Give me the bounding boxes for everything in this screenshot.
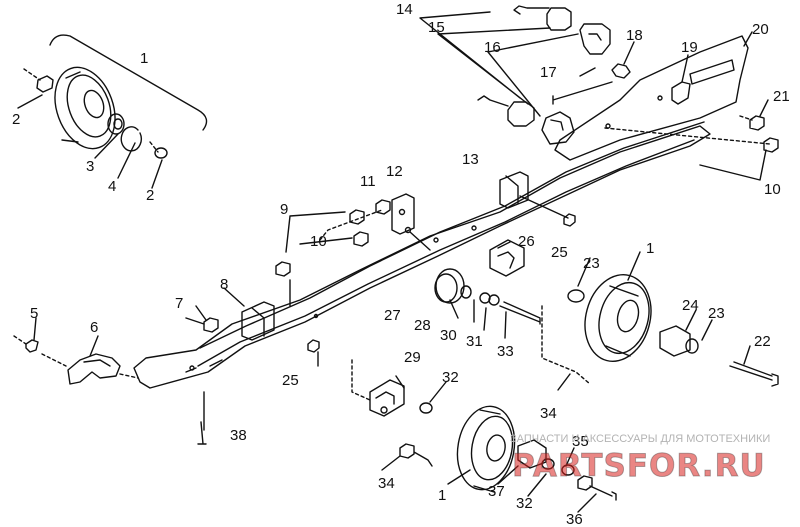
callout-label: 1 <box>646 240 654 257</box>
callout-label: 20 <box>752 21 769 38</box>
watermark: ЗАПЧАСТИ И АКСЕССУАРЫ ДЛЯ МОТОТЕХНИКИ PA… <box>510 433 770 485</box>
callout-label: 13 <box>462 151 479 168</box>
callout-label: 34 <box>378 475 395 492</box>
callout-label: 4 <box>108 178 116 195</box>
callout-label: 33 <box>497 343 514 360</box>
callout-label: 10 <box>764 181 781 198</box>
callout-label: 15 <box>428 19 445 36</box>
callout-label: 14 <box>396 1 413 18</box>
mid-idler-assembly <box>434 239 779 387</box>
callout-label: 2 <box>12 111 20 128</box>
callout-label: 12 <box>386 163 403 180</box>
rear-mount-bracket <box>419 5 779 181</box>
callout-label: 9 <box>280 201 288 218</box>
callout-label: 26 <box>518 233 535 250</box>
watermark-tagline: ЗАПЧАСТИ И АКСЕССУАРЫ ДЛЯ МОТОТЕХНИКИ <box>510 433 770 445</box>
callout-label: 31 <box>466 333 483 350</box>
callout-label: 18 <box>626 27 643 44</box>
callout-label: 37 <box>488 483 505 500</box>
callout-label: 28 <box>414 317 431 334</box>
callout-label: 8 <box>220 276 228 293</box>
callout-label: 22 <box>754 333 771 350</box>
callout-label: 27 <box>384 307 401 324</box>
callout-label: 21 <box>773 88 790 105</box>
callout-label: 35 <box>572 433 589 450</box>
callout-label: 30 <box>440 327 457 344</box>
callout-label: 7 <box>175 295 183 312</box>
callout-label: 11 <box>360 173 376 190</box>
rail-tip-parts <box>13 287 245 445</box>
callout-label: 3 <box>86 158 94 175</box>
callout-label: 6 <box>90 319 98 336</box>
callout-label: 10 <box>310 233 327 250</box>
callout-label: 1 <box>438 487 446 504</box>
callout-label: 5 <box>30 305 38 322</box>
callout-label: 19 <box>681 39 698 56</box>
callout-label: 38 <box>230 427 247 444</box>
callout-label: 24 <box>682 297 699 314</box>
callout-label: 23 <box>708 305 725 322</box>
callout-label: 23 <box>583 255 600 272</box>
callout-label: 34 <box>540 405 557 422</box>
callout-label: 29 <box>404 349 421 366</box>
callout-label: 25 <box>551 244 568 261</box>
callout-label: 36 <box>566 511 583 527</box>
callout-label: 16 <box>484 39 501 56</box>
callout-label: 32 <box>442 369 459 386</box>
wheel-assembly-upper-left <box>17 34 208 189</box>
callout-label: 17 <box>540 64 557 81</box>
callout-label: 1 <box>140 50 148 67</box>
callout-label: 32 <box>516 495 533 512</box>
lower-wheel-assembly <box>351 359 617 513</box>
callout-label: 25 <box>282 372 299 389</box>
watermark-logo: PARTSFOR.RU <box>512 448 766 484</box>
callout-labels: 1 2 3 4 2 14 15 16 17 18 19 20 21 10 13 … <box>12 1 790 527</box>
callout-label: 2 <box>146 187 154 204</box>
slide-rail <box>133 121 711 431</box>
